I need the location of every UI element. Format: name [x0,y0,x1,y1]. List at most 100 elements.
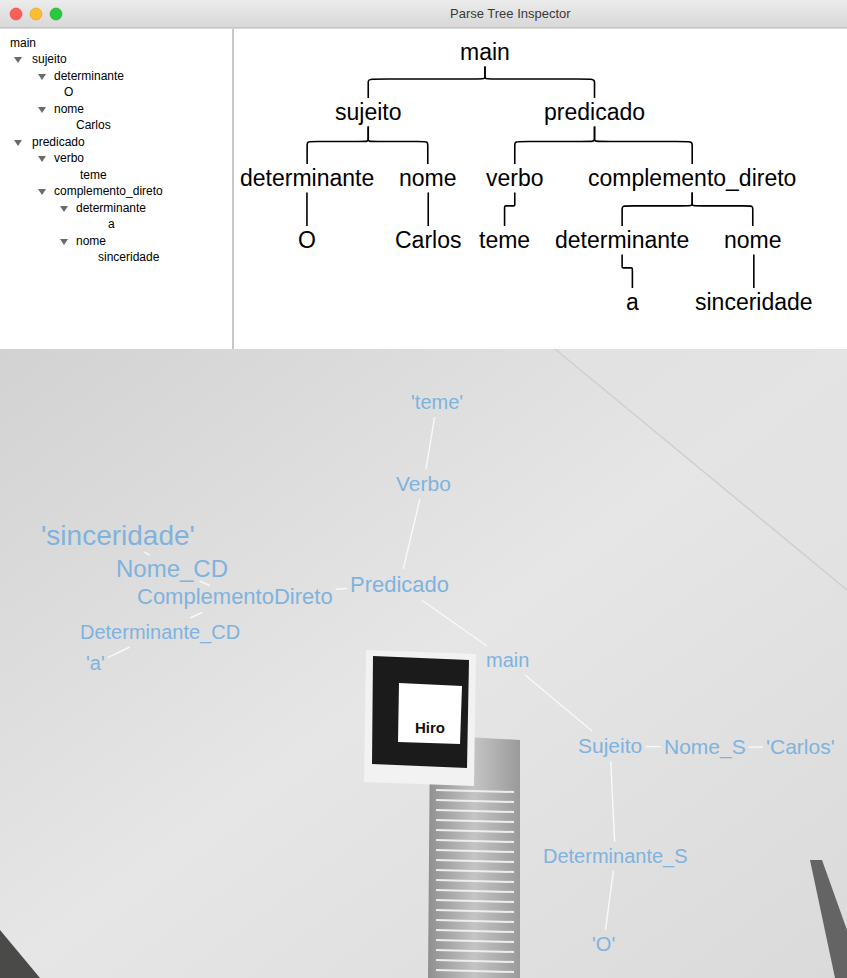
list-item: predicado [32,136,85,150]
tree-branch [692,192,753,226]
tree-branch [307,126,368,164]
ar-token: 'sinceridade' [41,520,195,552]
tree-list-panel [0,29,232,349]
ar-link [336,588,347,590]
ar-rule: Predicado [350,572,449,597]
list-item: complemento_direto [54,185,163,199]
split-divider [232,29,234,349]
tree-branch [427,192,429,226]
list-item: determinante [54,70,124,84]
ar-link [190,612,202,618]
tree-node: complemento_direto [588,165,796,191]
node-text: sinceridade [695,289,813,315]
node-text: Sujeito [578,734,642,758]
ar-rule: Nome_S [664,735,746,759]
ceiling-edge [555,349,847,590]
tree-node: predicado [544,99,645,125]
tree-branch [505,192,515,226]
list-item: sujeito [32,53,67,67]
list-item: nome [54,103,84,117]
node-text: nome [399,165,457,191]
ar-link [422,600,487,646]
node-text: Verbo [396,472,451,496]
list-item: determinante [76,202,146,216]
tree-node: determinante [240,165,374,191]
tree-leaf: O [298,227,316,253]
node-text: 'sinceridade' [41,520,195,552]
node-text: verbo [486,165,544,191]
node-text: Predicado [350,572,449,597]
node-text: 'teme' [411,391,463,414]
list-item: verbo [54,152,84,166]
list-item: Carlos [76,119,111,133]
node-text: main [486,649,529,672]
ar-token: 'a' [86,652,105,675]
ar-rule: Sujeito [578,734,642,758]
close-button [10,8,22,20]
ar-token: 'O' [592,933,615,956]
title-bar [0,0,847,28]
ar-token: 'teme' [411,391,463,414]
tree-branch [306,192,308,226]
marker-text: Hiro [415,719,445,736]
ar-link [525,675,592,731]
list-item: nome [76,235,106,249]
tree-branch [485,66,595,98]
fixture-grill [436,790,514,972]
ar-link [403,499,420,569]
node-text: sujeito [335,99,401,125]
node-text: determinante [240,165,374,191]
ar-token: 'Carlos' [766,735,835,759]
node-text: O [298,227,316,253]
node-text: 'Carlos' [766,735,835,759]
list-item: O [64,86,73,100]
minimize-button [30,8,42,20]
node-text: 'a' [86,652,105,675]
tree-node: verbo [486,165,544,191]
ar-rule: Determinante_S [543,845,688,868]
ar-rule: ComplementoDireto [137,584,333,609]
tree-branch [595,126,693,164]
list-item: main [10,37,36,51]
ceiling-photo [0,349,847,978]
node-text: teme [479,227,530,253]
dark-object [810,860,847,978]
title-bar-border [0,28,847,29]
tree-leaf: teme [479,227,530,253]
ar-link [749,746,763,747]
tree-branch [515,126,595,164]
wall-plane [555,349,847,590]
node-text: complemento_direto [588,165,796,191]
node-text: determinante [555,227,689,253]
list-item: a [108,218,115,232]
node-text: ComplementoDireto [137,584,333,609]
tree-branch [753,254,755,288]
tree-leaf: a [626,289,639,315]
marker-inner [398,683,462,744]
ar-link [108,647,130,658]
tree-branch [368,126,428,164]
tree-branch [622,254,632,288]
ar-link [426,417,435,469]
node-text: 'O' [592,933,615,956]
tree-branch [368,66,485,98]
list-item: teme [80,169,107,183]
disclosure-triangles [14,57,68,245]
node-text: main [460,39,510,65]
ar-rule: main [486,649,529,672]
node-text: Determinante_CD [80,621,240,644]
tree-node: main [460,39,510,65]
ar-link [611,761,615,842]
ar-rule: Nome_CD [116,555,228,583]
tree-leaf: Carlos [395,227,461,253]
ar-rule: Verbo [396,472,451,496]
marker-border [372,656,469,768]
tree-node: nome [399,165,457,191]
node-text: Nome_CD [116,555,228,583]
ar-link [645,746,661,748]
node-text: Carlos [395,227,461,253]
tree-node: sujeito [335,99,401,125]
node-text: Nome_S [664,735,746,759]
node-text: predicado [544,99,645,125]
tree-node: nome [724,227,782,253]
